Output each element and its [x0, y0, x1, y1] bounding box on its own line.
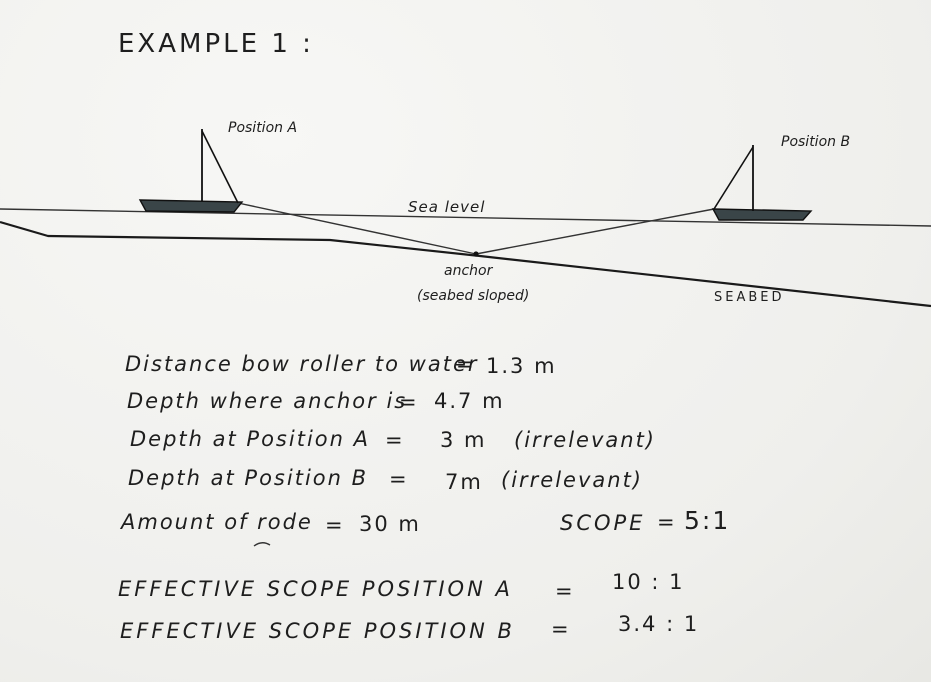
fact-label: Depth at Position A [130, 427, 370, 451]
fact-label: Depth where anchor is [127, 389, 408, 413]
fact-equals: = [385, 428, 405, 452]
boat-b [711, 145, 813, 221]
scope-label: SCOPE [560, 511, 646, 535]
effective-scope-b-label: EFFECTIVE SCOPE POSITION B [120, 619, 515, 643]
fact-value: 3 m [440, 428, 487, 452]
boat-b-sail-line [713, 146, 754, 210]
sea-level-label: Sea level [408, 198, 486, 216]
fact-value: 7m [445, 470, 483, 494]
fact-note: (irrelevant) [514, 428, 657, 452]
page-title: EXAMPLE 1 : [118, 29, 314, 59]
effective-scope-b-value: 3.4 : 1 [618, 612, 700, 636]
pen-mark [253, 542, 271, 547]
fact-value: 1.3 m [486, 354, 557, 378]
effective-scope-a-label: EFFECTIVE SCOPE POSITION A [118, 577, 513, 601]
boat-a-sail-line [201, 130, 239, 204]
rode-line-a [237, 202, 477, 255]
effective-scope-a-value: 10 : 1 [612, 570, 685, 594]
anchor-point [473, 251, 479, 257]
position-b-label: Position B [781, 134, 851, 150]
scope-equals: = [657, 510, 677, 534]
boat-a [138, 129, 244, 213]
scope-value: 5:1 [684, 506, 731, 535]
fact-value: 4.7 m [434, 389, 505, 413]
fact-label: Distance bow roller to water [125, 352, 479, 376]
fact-equals: = [389, 467, 409, 491]
boat-b-hull [711, 208, 813, 221]
seabed-note: (seabed sloped) [417, 288, 530, 304]
effective-scope-b-equals: = [551, 617, 571, 641]
sea-level-line [0, 208, 931, 227]
fact-equals: = [325, 513, 345, 537]
fact-note: (irrelevant) [501, 468, 644, 492]
boat-a-hull [138, 199, 244, 213]
fact-label: Depth at Position B [128, 466, 369, 490]
fact-label: Amount of rode [121, 510, 313, 534]
seabed-label: SEABED [714, 290, 785, 305]
position-a-label: Position A [228, 120, 298, 136]
fact-equals: = [399, 390, 419, 414]
effective-scope-a-equals: = [555, 579, 575, 603]
fact-value: 30 m [359, 512, 421, 536]
fact-equals: = [456, 352, 476, 376]
seabed-line [0, 220, 931, 308]
rode-line-b [475, 208, 715, 255]
anchor-label: anchor [444, 263, 493, 279]
